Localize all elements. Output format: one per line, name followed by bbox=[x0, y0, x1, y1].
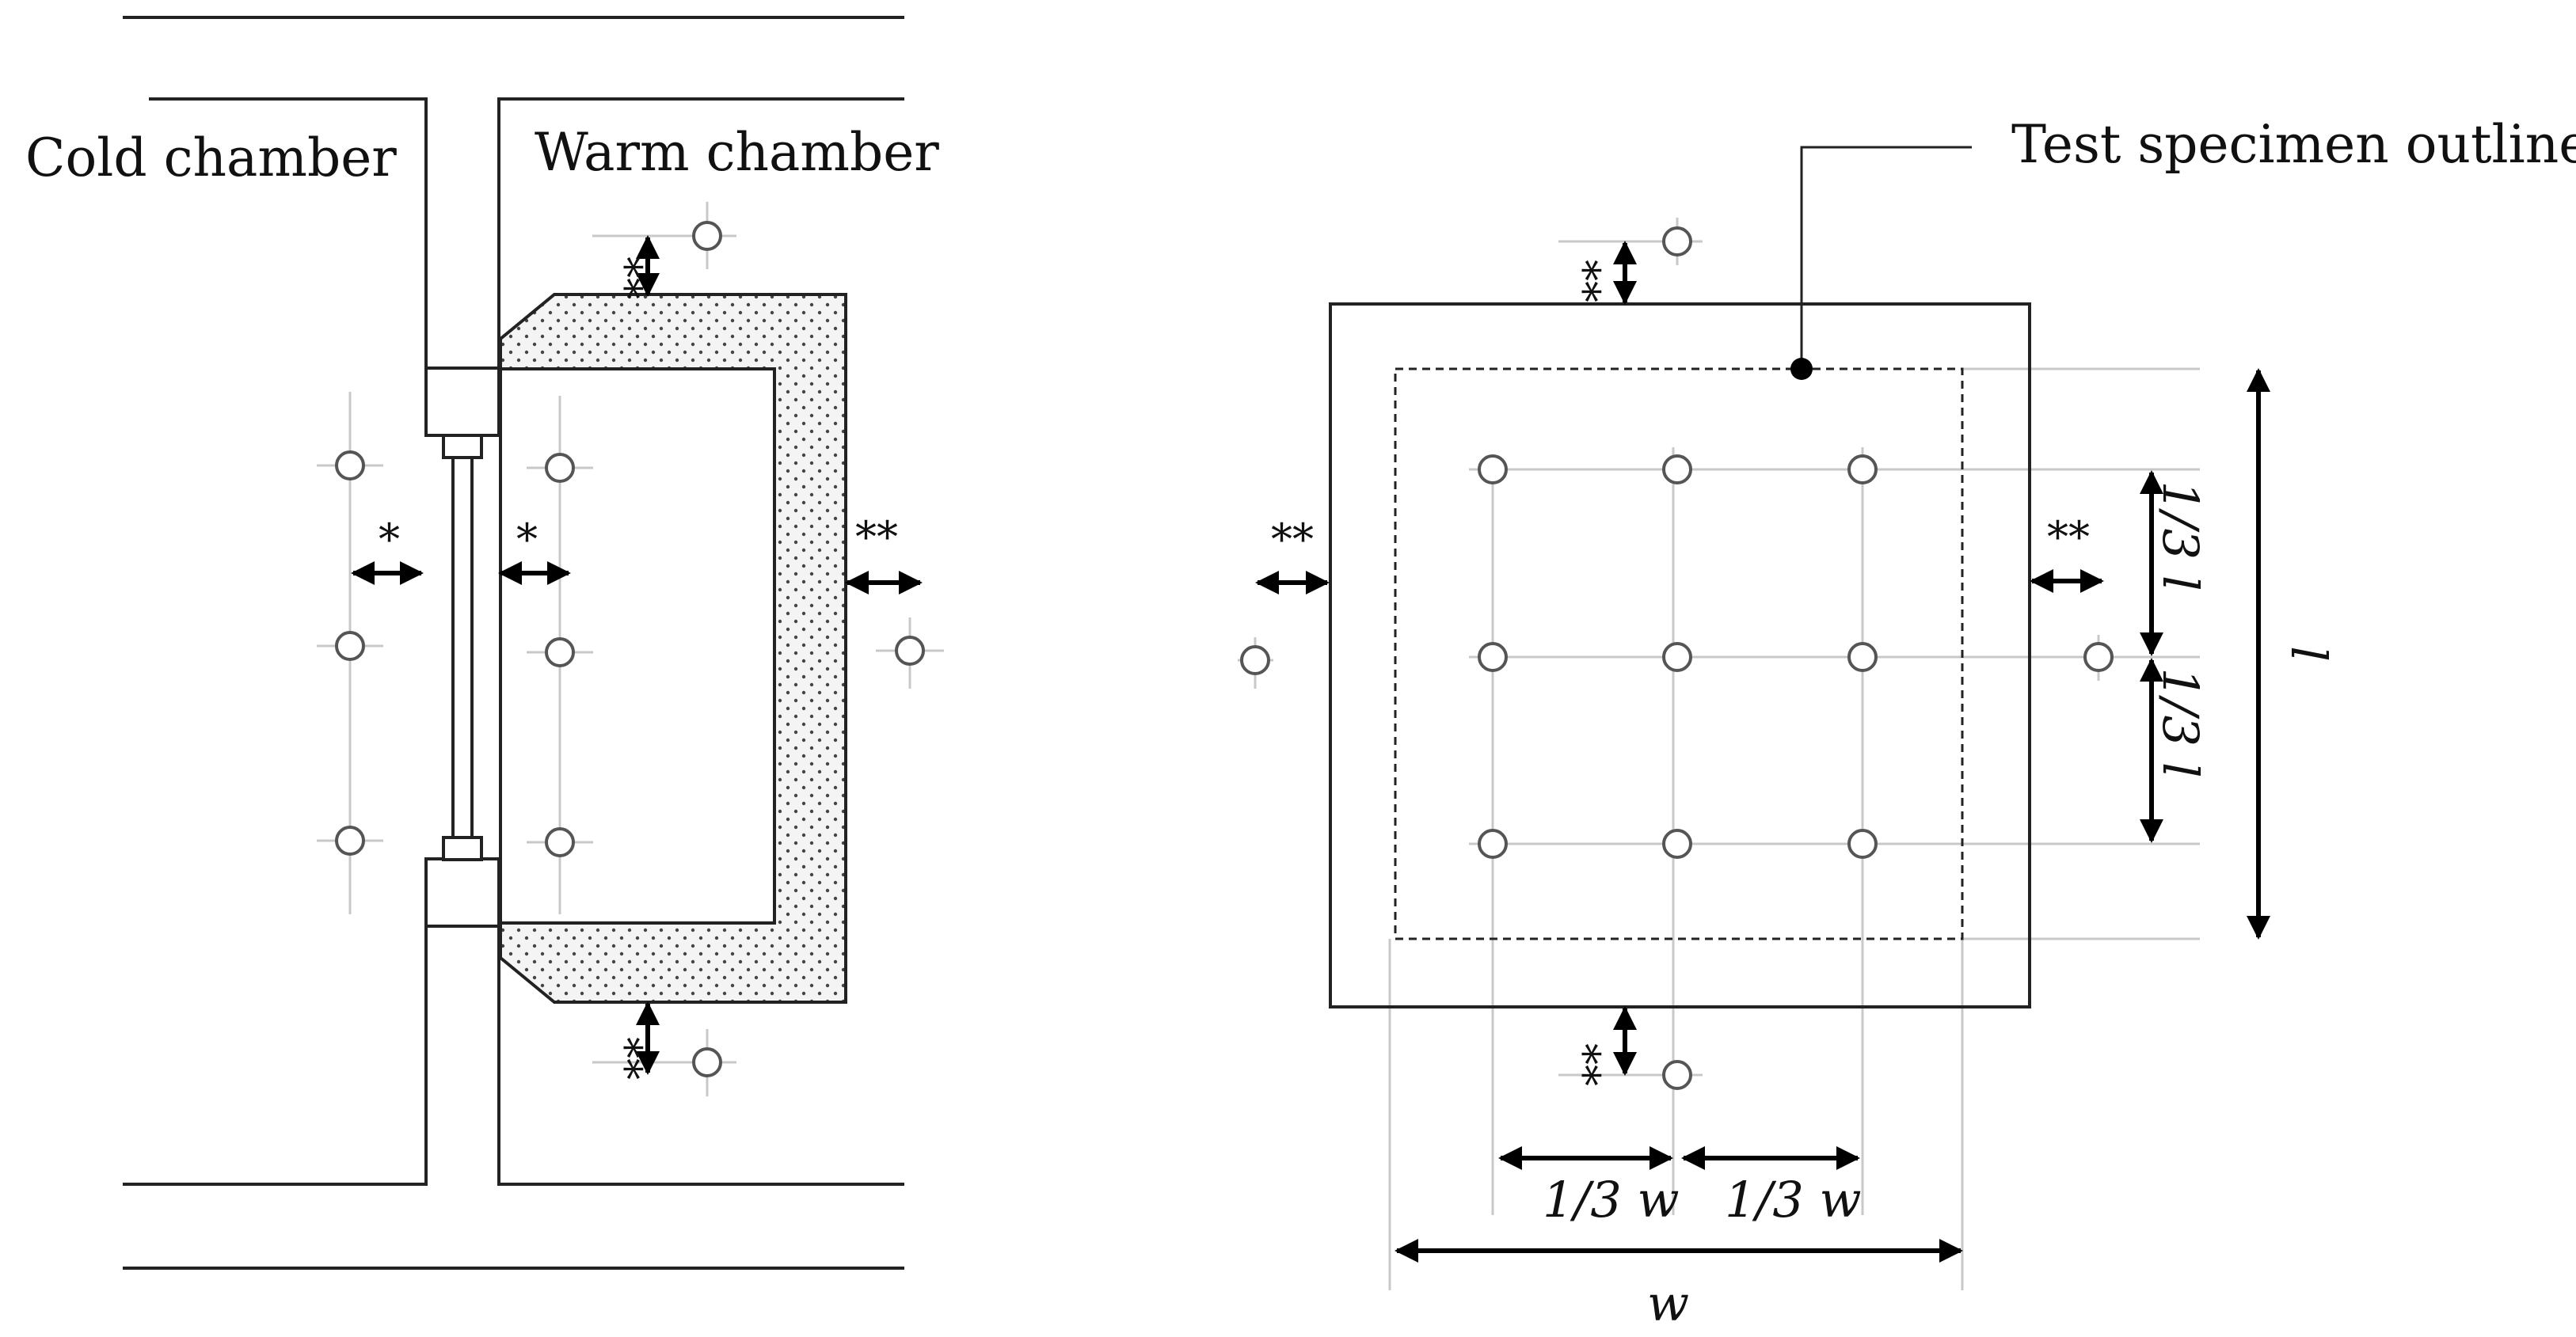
double-star-label: ** bbox=[601, 256, 651, 299]
sensor-cold-side bbox=[335, 826, 365, 856]
sensor-frame-exterior bbox=[2083, 642, 2114, 672]
double-star-label: ** bbox=[2047, 512, 2090, 562]
single-star-label: * bbox=[516, 515, 538, 564]
warm-chamber-bottom-wall bbox=[497, 926, 904, 1186]
sensor-grid-point bbox=[1662, 642, 1692, 672]
cold-chamber-label: Cold chamber bbox=[25, 127, 397, 188]
one-third-l-label: 1/3 l bbox=[2152, 667, 2209, 777]
sensor-cold-side bbox=[335, 631, 365, 661]
sensor-grid-point bbox=[1478, 829, 1508, 859]
test-specimen-outline-label: Test specimen outline bbox=[2011, 114, 2576, 175]
sensor-frame-exterior bbox=[1662, 1060, 1692, 1090]
right-sensors bbox=[1240, 226, 2114, 1090]
cold-chamber-bottom-wall bbox=[123, 926, 428, 1186]
sensor-grid-point bbox=[1662, 454, 1692, 484]
sensor-warm-side bbox=[545, 453, 575, 483]
warm-chamber-label: Warm chamber bbox=[535, 122, 939, 183]
sensor-grid-point bbox=[1478, 454, 1508, 484]
double-star-label: ** bbox=[601, 1037, 651, 1080]
double-star-label: ** bbox=[1559, 260, 1609, 302]
outline-leader-line bbox=[1800, 146, 1972, 369]
sensor-frame-exterior bbox=[1240, 645, 1270, 675]
right-arrows bbox=[1255, 241, 2270, 1263]
single-star-label: * bbox=[379, 515, 400, 564]
right-guides bbox=[1238, 218, 2200, 1290]
specimen-bottom-cap bbox=[442, 836, 483, 861]
double-star-label: ** bbox=[855, 512, 898, 562]
test-specimen-section bbox=[451, 456, 474, 839]
double-star-label: ** bbox=[1271, 515, 1314, 564]
sensor-grid-point bbox=[1478, 642, 1508, 672]
test-specimen-outline bbox=[1394, 367, 1964, 940]
left-sensors bbox=[335, 221, 925, 1077]
sensor-box-exterior bbox=[692, 1047, 722, 1077]
frame-bottom-block bbox=[424, 857, 500, 928]
sensor-frame-exterior bbox=[1662, 226, 1692, 256]
one-third-l-label: 1/3 l bbox=[2152, 480, 2209, 591]
width-label: w bbox=[1647, 1274, 1689, 1332]
outline-leader-dot bbox=[1790, 358, 1813, 380]
warm-chamber-top-wall bbox=[497, 97, 904, 368]
sensor-grid-point bbox=[1662, 829, 1692, 859]
sensor-box-exterior bbox=[895, 636, 925, 666]
chamber-section bbox=[123, 16, 904, 1270]
one-third-w-label: 1/3 w bbox=[1543, 1171, 1680, 1229]
sensor-cold-side bbox=[335, 450, 365, 480]
specimen-front-frame bbox=[1329, 302, 2031, 1008]
sensor-grid-point bbox=[1847, 829, 1878, 859]
cold-chamber-top-wall bbox=[149, 97, 428, 368]
specimen-top-cap bbox=[442, 434, 483, 459]
frame-top-block bbox=[424, 367, 500, 437]
one-third-w-label: 1/3 w bbox=[1725, 1171, 1862, 1229]
specimen-frame bbox=[424, 367, 500, 928]
left-arrows bbox=[351, 235, 923, 1075]
metering-box-interior bbox=[499, 367, 776, 925]
sensor-warm-side bbox=[545, 637, 575, 667]
sensor-grid-point bbox=[1847, 454, 1878, 484]
sensor-grid-point bbox=[1847, 642, 1878, 672]
double-star-label: ** bbox=[1559, 1043, 1609, 1086]
sensor-box-exterior bbox=[692, 221, 722, 251]
length-label: l bbox=[2280, 646, 2338, 662]
sensor-warm-side bbox=[545, 827, 575, 857]
